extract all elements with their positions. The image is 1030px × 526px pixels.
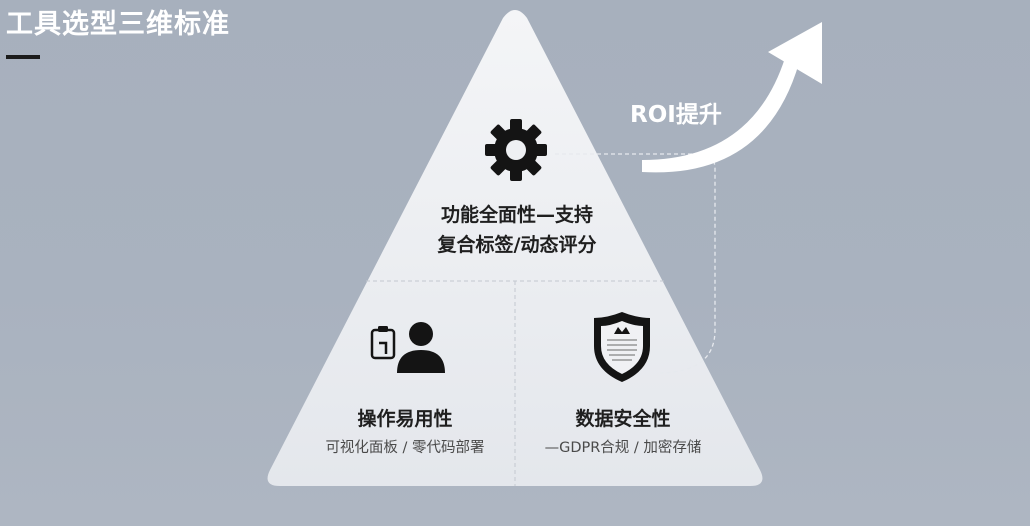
title-underline	[6, 55, 40, 59]
top-section-title: 功能全面性—支持 复合标签/动态评分	[375, 200, 659, 260]
page-title: 工具选型三维标准	[6, 9, 230, 40]
left-section-title: 操作易用性	[357, 408, 453, 430]
growth-arrow-icon	[642, 22, 822, 173]
left-section-subtitle: 可视化面板 / 零代码部署	[325, 440, 485, 456]
top-section-title-line2: 复合标签/动态评分	[437, 234, 597, 256]
clipboard-user-icon	[370, 322, 445, 373]
right-section-title: 数据安全性	[575, 408, 671, 430]
shield-icon	[594, 312, 650, 382]
roi-label: ROI提升	[630, 102, 722, 128]
top-section-title-line1: 功能全面性—支持	[440, 204, 593, 226]
right-section-subtitle: —GDPR合规 / 加密存储	[544, 440, 702, 456]
gear-icon	[485, 119, 547, 181]
dashed-connector	[555, 153, 716, 374]
